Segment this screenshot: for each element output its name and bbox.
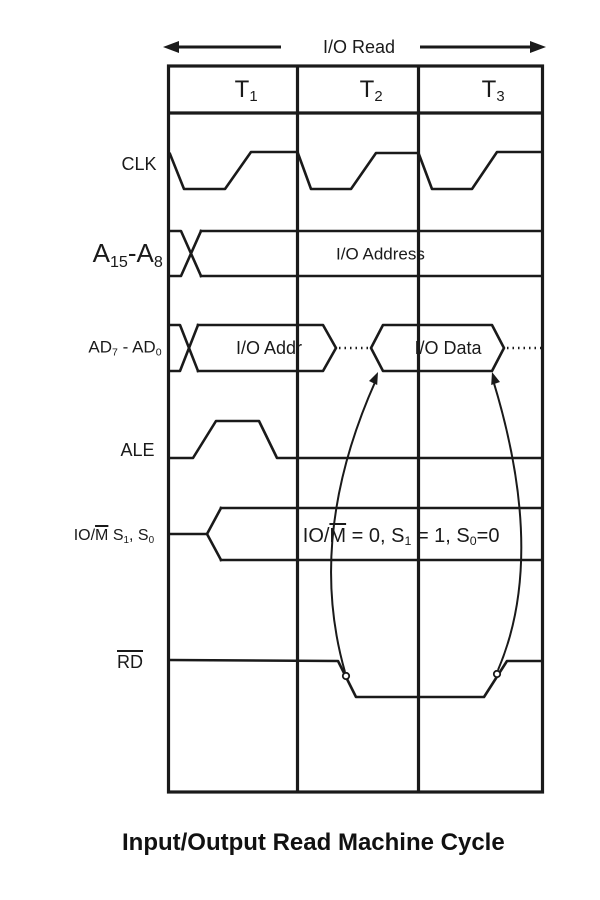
rd-fall-edge-marker xyxy=(341,671,351,681)
status-value-label: IO/M = 0, S1 = 1, S0=0 xyxy=(281,506,500,566)
a15-crossover-2 xyxy=(168,229,203,278)
ale-label-text: ALE xyxy=(120,440,155,460)
status-p3: = 1, S xyxy=(411,525,470,547)
iom-p1: IO/ xyxy=(73,527,96,544)
header-cell-t2: T2 xyxy=(333,54,383,126)
a15-p2: -A xyxy=(127,238,154,268)
iom-sub1: 1 xyxy=(123,534,130,546)
left-transfer-arrowhead-icon xyxy=(369,372,378,385)
rd-overline-text: RD xyxy=(117,652,144,672)
header-cell-t3: T3 xyxy=(455,54,505,126)
clk-line xyxy=(168,150,543,191)
t1-base: T xyxy=(234,76,250,103)
status-p2: = 0, S xyxy=(346,525,405,547)
right-arrowhead-icon xyxy=(530,41,546,53)
right-transfer-arc xyxy=(492,379,523,671)
ale-waveform xyxy=(168,419,543,460)
ad-p1: AD xyxy=(88,337,113,357)
rd-waveform xyxy=(168,658,543,699)
io-read-text: I/O Read xyxy=(322,37,396,57)
ad-sub1: 7 xyxy=(112,346,118,359)
status-sub1: 1 xyxy=(404,534,412,549)
signal-label-a15-a8: A15-A8 xyxy=(65,214,163,292)
t1-sub: 1 xyxy=(249,89,258,106)
t2-sub: 2 xyxy=(374,89,383,106)
status-sub2: 0 xyxy=(469,534,477,549)
io-address-bus-label: I/O Address xyxy=(317,229,425,280)
t3-sub: 3 xyxy=(496,89,505,106)
caption-text: Input/Output Read Machine Cycle xyxy=(121,829,505,856)
header-cell-t1: T1 xyxy=(208,54,258,126)
rd-line xyxy=(168,658,543,699)
status-p4: =0 xyxy=(476,525,500,547)
clk-label-text: CLK xyxy=(121,154,157,174)
iom-overline-m: M xyxy=(95,527,109,544)
ad-sub2: 0 xyxy=(155,346,162,359)
ad-crossover-2 xyxy=(168,323,200,373)
ad-p2: - AD xyxy=(117,337,156,357)
status-p1: IO/ xyxy=(302,525,330,547)
ad-crossover-1 xyxy=(168,323,200,373)
io-addr-bus-outline xyxy=(196,323,338,373)
io-address-text: I/O Address xyxy=(336,244,425,264)
io-data-bus-label: I/O Data xyxy=(394,321,481,375)
a15-crossover-1 xyxy=(168,229,203,278)
io-addr-bus-label: I/O Addr xyxy=(216,321,302,375)
clk-waveform xyxy=(168,150,543,191)
iom-sub2: 0 xyxy=(148,534,155,546)
io-read-label: I/O Read xyxy=(303,20,395,74)
t2-base: T xyxy=(359,76,375,103)
a15-p1: A xyxy=(92,238,110,268)
diagram-caption: Input/Output Read Machine Cycle xyxy=(95,801,505,885)
iom-p2: S xyxy=(108,527,124,544)
io-data-bus-outline xyxy=(369,323,506,373)
ad7-ad0-waveform xyxy=(168,323,541,373)
left-transfer-arc xyxy=(330,379,377,673)
rd-rise-edge-marker xyxy=(492,669,502,679)
signal-label-rd: RD xyxy=(97,635,143,689)
iom-bus-open xyxy=(205,506,223,562)
iom-status-waveform xyxy=(168,506,543,562)
data-transfer-arrows xyxy=(330,372,523,681)
table-grid xyxy=(166,64,545,794)
a15-a8-waveform xyxy=(168,229,543,278)
right-transfer-arrowhead-icon xyxy=(491,372,500,385)
ale-line xyxy=(168,419,543,460)
io-read-span-arrows xyxy=(163,41,546,53)
io-addr-text: I/O Addr xyxy=(235,338,303,358)
signal-label-clk: CLK xyxy=(101,137,157,191)
status-overline-m: M xyxy=(329,525,347,547)
iom-p3: , S xyxy=(129,527,149,544)
signal-label-iom-s1-s0: IO/M S1, S0 xyxy=(56,512,154,560)
a15-sub1: 15 xyxy=(109,252,128,271)
signal-label-ale: ALE xyxy=(101,423,154,477)
a15-sub2: 8 xyxy=(153,252,163,271)
io-data-text: I/O Data xyxy=(414,338,482,358)
left-arrowhead-icon xyxy=(163,41,179,53)
signal-label-ad7-ad0: AD7 - AD0 xyxy=(70,322,161,373)
t3-base: T xyxy=(481,76,497,103)
table-border xyxy=(166,64,545,794)
